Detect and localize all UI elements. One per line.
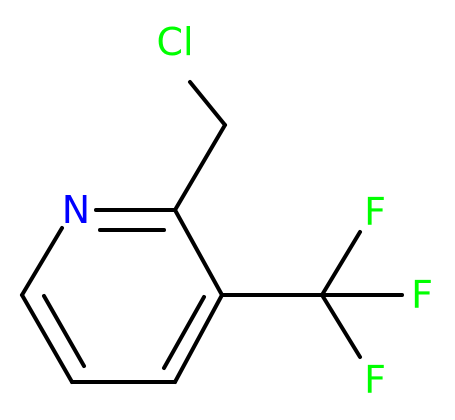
atom-labels: Cl N F F F bbox=[62, 20, 433, 402]
bond-c3-c4-inner bbox=[162, 295, 206, 370]
bond-cf3-f-bottom bbox=[320, 293, 362, 359]
bond-c2-c3 bbox=[173, 208, 224, 297]
bond-c6-n bbox=[20, 226, 64, 297]
bond-c5-c6 bbox=[20, 293, 74, 384]
bond-cf3-f-top bbox=[320, 230, 362, 297]
atom-f-top-label: F bbox=[364, 190, 386, 234]
bond-c5-c6-inner bbox=[42, 294, 86, 368]
atom-f-right-label: F bbox=[411, 273, 433, 317]
bond-c3-c4 bbox=[173, 293, 224, 384]
atom-f-bottom-label: F bbox=[364, 358, 386, 402]
atom-cl-label: Cl bbox=[156, 20, 193, 64]
bond-c2-ch2 bbox=[173, 123, 227, 212]
bond-ch2-cl bbox=[188, 80, 227, 127]
bonds bbox=[20, 80, 404, 384]
atom-n-label: N bbox=[62, 188, 90, 232]
